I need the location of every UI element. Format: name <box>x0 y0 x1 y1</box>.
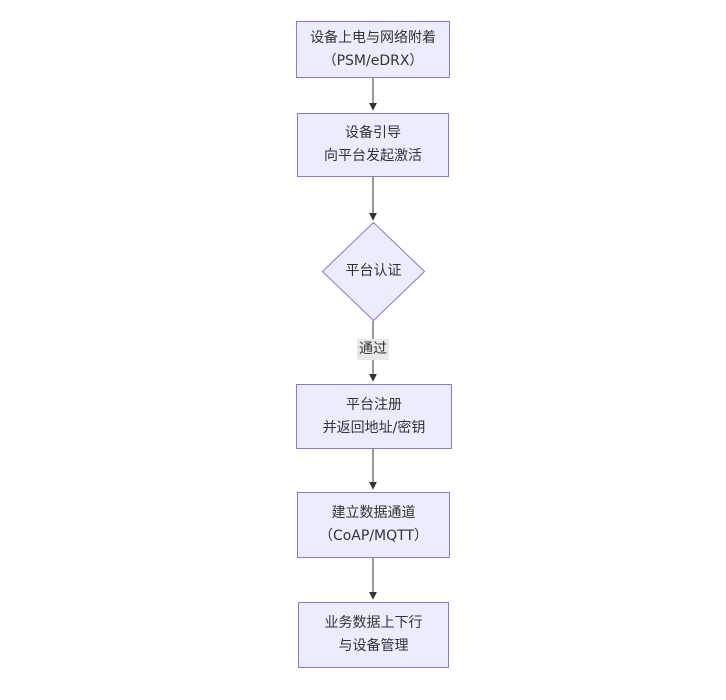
node-text: 建立数据通道 <box>331 505 416 521</box>
node-device-bootstrap: 设备引导 向平台发起激活 <box>297 113 449 177</box>
node-text: 平台注册 <box>346 396 402 413</box>
node-business-data-mgmt: 业务数据上下行 与设备管理 <box>298 602 449 668</box>
node-power-network-attach: 设备上电与网络附着 （PSM/eDRX） <box>296 21 450 78</box>
node-text: 与设备管理 <box>338 638 409 654</box>
node-platform-auth-decision: 平台认证 <box>322 222 425 321</box>
node-text: 平台认证 <box>345 263 402 279</box>
node-text: （CoAP/MQTT） <box>318 528 429 544</box>
node-text: 设备上电与网络附着 <box>310 29 436 46</box>
node-text: 设备引导 <box>345 125 401 141</box>
diamond-shape <box>322 222 425 321</box>
node-text: 业务数据上下行 <box>324 615 423 631</box>
node-data-channel: 建立数据通道 （CoAP/MQTT） <box>297 492 450 558</box>
node-text: 向平台发起激活 <box>324 148 422 164</box>
edge-label-pass: 通过 <box>357 339 389 360</box>
node-text: 并返回地址/密钥 <box>322 419 426 436</box>
node-platform-register: 平台注册 并返回地址/密钥 <box>296 384 452 449</box>
node-text: （PSM/eDRX） <box>322 52 424 69</box>
